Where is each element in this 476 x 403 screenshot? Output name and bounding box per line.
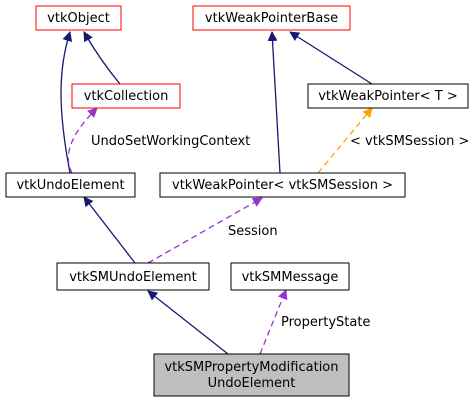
node-vtkundoelement-box — [5, 172, 136, 198]
edge-weakpointersession-to-base — [267, 31, 281, 174]
node-vtksmundoelement[interactable]: vtkSMUndoElement — [56, 262, 210, 291]
edge-target-to-smundoelement — [147, 290, 229, 355]
node-vtkweakpointer-t[interactable]: vtkWeakPointer< T > — [307, 83, 469, 109]
edge-label-undo-set-working-context: UndoSetWorkingContext — [91, 134, 250, 149]
node-vtksmundoelement-box — [56, 262, 210, 291]
node-vtkweakpointer-smsession-box — [159, 172, 406, 198]
node-vtksmpropertymodificationundoelement[interactable]: vtkSMPropertyModification UndoElement — [153, 353, 350, 397]
node-vtkobject-box — [35, 5, 122, 31]
node-vtkweakpointerbase-label: vtkWeakPointerBase — [205, 11, 338, 26]
node-vtkundoelement-label: vtkUndoElement — [16, 178, 124, 193]
node-vtksmmessage[interactable]: vtkSMMessage — [230, 262, 350, 291]
nodes: vtkObject vtkWeakPointerBase vtkCollecti… — [5, 5, 469, 397]
node-vtksmundoelement-label: vtkSMUndoElement — [69, 270, 197, 285]
edge-label-template-arg: < vtkSMSession > — [350, 134, 469, 149]
edges — [60, 31, 373, 355]
edge-label-session: Session — [228, 224, 278, 239]
node-vtkweakpointer-smsession[interactable]: vtkWeakPointer< vtkSMSession > — [159, 172, 406, 198]
edge-labels: UndoSetWorkingContext < vtkSMSession > S… — [91, 134, 469, 330]
node-target-box — [153, 353, 350, 397]
node-vtkweakpointer-smsession-label: vtkWeakPointer< vtkSMSession > — [172, 178, 393, 193]
edge-weakpointerT-to-base — [289, 31, 373, 85]
node-target-label-line1: vtkSMPropertyModification — [164, 360, 338, 375]
node-vtkweakpointer-t-box — [307, 83, 469, 109]
node-vtkcollection[interactable]: vtkCollection — [71, 83, 181, 109]
edge-undoelement-to-object — [60, 31, 73, 174]
node-vtksmmessage-box — [230, 262, 350, 291]
edge-target-to-smmessage — [259, 289, 288, 355]
edge-weakpointersession-to-weakpointerT — [317, 107, 373, 174]
edge-label-property-state: PropertyState — [281, 315, 370, 330]
node-vtkobject-label: vtkObject — [47, 11, 110, 26]
node-target-label-line2: UndoElement — [208, 376, 296, 391]
node-vtkobject[interactable]: vtkObject — [35, 5, 122, 31]
node-vtkcollection-label: vtkCollection — [84, 89, 169, 104]
node-vtkweakpointerbase-box — [192, 5, 351, 31]
node-vtkcollection-box — [71, 83, 181, 109]
edge-smundoelement-to-undoelement — [83, 196, 136, 264]
node-vtkweakpointer-t-label: vtkWeakPointer< T > — [318, 89, 458, 104]
node-vtkweakpointerbase[interactable]: vtkWeakPointerBase — [192, 5, 351, 31]
node-vtkundoelement[interactable]: vtkUndoElement — [5, 172, 136, 198]
edge-collection-to-object — [83, 31, 121, 85]
node-vtksmmessage-label: vtkSMMessage — [242, 270, 339, 285]
edge-smundoelement-to-weakpointersession — [147, 197, 263, 264]
